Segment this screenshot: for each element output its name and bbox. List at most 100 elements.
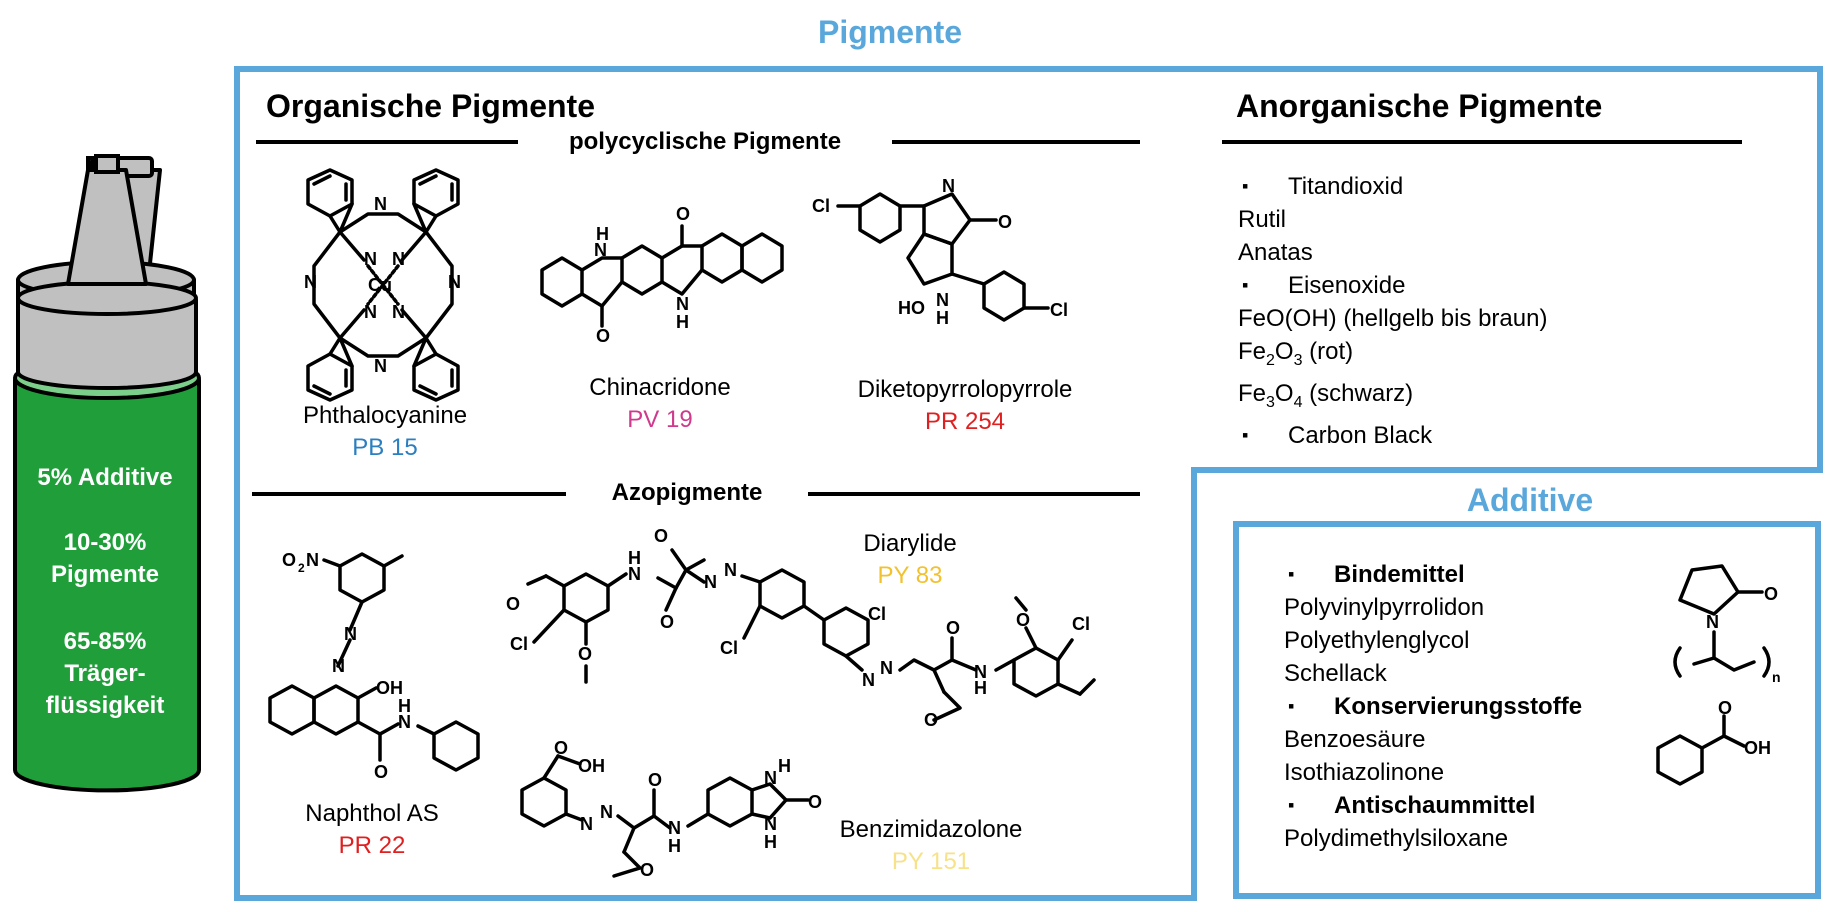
inorganic-item: FeO(OH) (hellgelb bis braun) — [1238, 305, 1548, 332]
svg-text:N: N — [580, 814, 593, 834]
inorganic-item: Carbon Black — [1238, 419, 1547, 452]
inorganic-title: Anorganische Pigmente — [1236, 88, 1603, 124]
svg-text:O: O — [282, 550, 296, 570]
inorganic-list: Titandioxid Rutil Anatas Eisenoxide FeO(… — [1238, 170, 1547, 452]
dpp-structure: Cl N O HO NH Cl — [812, 176, 1068, 328]
chinacridone-code: PV 19 — [627, 406, 693, 433]
bottle-icon — [13, 154, 201, 793]
benzimidazolone-structure: O OH NN O O NH O HN NH — [520, 738, 822, 880]
pvp-structure: O N n — [1673, 564, 1781, 685]
svg-text:O: O — [648, 770, 662, 790]
svg-text:H: H — [778, 756, 791, 776]
additive-list: Bindemittel Polyvinylpyrrolidon Polyethy… — [1284, 558, 1582, 855]
svg-text:H: H — [596, 224, 609, 244]
additive-item: Polydimethylsiloxane — [1284, 825, 1509, 852]
svg-text:O: O — [1718, 698, 1732, 718]
svg-text:N: N — [398, 712, 411, 732]
svg-text:OH: OH — [578, 756, 605, 776]
svg-text:Cl: Cl — [812, 196, 830, 216]
bottle-label-traeger: Träger- — [64, 660, 146, 687]
svg-text:O: O — [946, 618, 960, 638]
svg-text:N: N — [724, 560, 737, 580]
svg-text:N: N — [764, 814, 777, 834]
bottle-label-pigment-percent: 10-30% — [63, 529, 147, 556]
benzimidazolone-code: PY 151 — [891, 848, 971, 875]
additive-item: Benzoesäure — [1284, 726, 1426, 753]
svg-text:H: H — [974, 678, 987, 698]
svg-text:N: N — [764, 768, 777, 788]
svg-text:2: 2 — [298, 561, 305, 575]
svg-text:N: N — [306, 550, 319, 570]
svg-text:O: O — [578, 644, 592, 664]
svg-text:O: O — [924, 710, 938, 730]
phthalocyanine-code: PB 15 — [352, 434, 418, 461]
svg-text:N: N — [374, 356, 387, 376]
svg-text:N: N — [600, 802, 613, 822]
svg-text:N: N — [344, 624, 357, 644]
svg-text:N: N — [862, 670, 875, 690]
inorganic-item: Eisenoxide — [1238, 269, 1547, 302]
bottle-label-pigmente: Pigmente — [50, 561, 160, 588]
azo-rule-right — [808, 492, 1140, 496]
inorganic-item: Anatas — [1238, 239, 1313, 266]
azo-header: Azopigmente — [611, 479, 763, 506]
svg-text:Cl: Cl — [1072, 614, 1090, 634]
svg-text:n: n — [1772, 669, 1781, 685]
additive-item: Bindemittel — [1284, 558, 1582, 591]
svg-text:O: O — [506, 594, 520, 614]
svg-text:O: O — [554, 738, 568, 758]
bottle-label-additive: 5% Additive — [37, 464, 173, 491]
naphthol-as-code: PR 22 — [338, 832, 406, 859]
dpp-name: Diketopyrrolopyrrole — [857, 376, 1073, 403]
additive-item: Konservierungsstoffe — [1284, 690, 1582, 723]
svg-text:N: N — [704, 572, 717, 592]
phthalocyanine-name: Phthalocyanine — [302, 402, 468, 429]
polycyclic-rule-right — [892, 140, 1140, 144]
inorganic-rule — [1222, 140, 1742, 144]
inorganic-item: Rutil — [1238, 206, 1287, 233]
bottle-label-fluessigkeit: flüssigkeit — [45, 692, 165, 719]
inorganic-item: Titandioxid — [1238, 170, 1547, 203]
additive-item: Polyvinylpyrrolidon — [1284, 594, 1485, 621]
svg-text:H: H — [628, 548, 641, 568]
svg-text:N: N — [676, 294, 689, 314]
svg-text:N: N — [628, 564, 641, 584]
naphthol-as-name: Naphthol AS — [305, 800, 439, 827]
svg-text:N: N — [392, 249, 405, 269]
benzimidazolone-name: Benzimidazolone — [839, 816, 1023, 843]
additive-title: Additive — [1466, 482, 1594, 518]
svg-text:N: N — [594, 240, 607, 260]
bottle-label-carrier-percent: 65-85% — [63, 628, 147, 655]
chinacridone-structure: NH O O NH — [540, 204, 784, 346]
svg-text:N: N — [392, 302, 405, 322]
svg-text:N: N — [332, 656, 345, 676]
svg-text:H: H — [676, 312, 689, 332]
svg-text:N: N — [974, 662, 987, 682]
diarylide-name: Diarylide — [863, 530, 957, 557]
svg-text:O: O — [998, 212, 1012, 232]
svg-text:OH: OH — [376, 678, 403, 698]
svg-text:HO: HO — [898, 298, 925, 318]
svg-text:Cu: Cu — [368, 275, 392, 295]
additive-item: Isothiazolinone — [1284, 759, 1445, 786]
svg-text:O: O — [596, 326, 610, 346]
svg-text:H: H — [936, 308, 949, 328]
svg-text:O: O — [640, 860, 654, 880]
svg-text:O: O — [808, 792, 822, 812]
additive-item: Polyethylenglycol — [1284, 627, 1470, 654]
polycyclic-rule-left — [256, 140, 518, 144]
svg-text:N: N — [304, 272, 317, 292]
svg-text:N: N — [1706, 612, 1719, 632]
svg-text:N: N — [936, 290, 949, 310]
svg-text:Cl: Cl — [510, 634, 528, 654]
svg-text:N: N — [942, 176, 955, 196]
svg-text:O: O — [654, 526, 668, 546]
azo-rule-left — [252, 492, 566, 496]
diarylide-structure: O NH O NN O Cl O Cl Cl NN O O NH O Cl — [506, 526, 1096, 730]
additive-item: Schellack — [1284, 660, 1387, 687]
svg-text:Cl: Cl — [868, 604, 886, 624]
inorganic-item-fe2o3: Fe2O3 (rot) — [1238, 338, 1354, 369]
phthalocyanine-structure: N N N N N Cu N N N — [304, 168, 461, 402]
additive-item: Antischaummittel — [1284, 789, 1582, 822]
